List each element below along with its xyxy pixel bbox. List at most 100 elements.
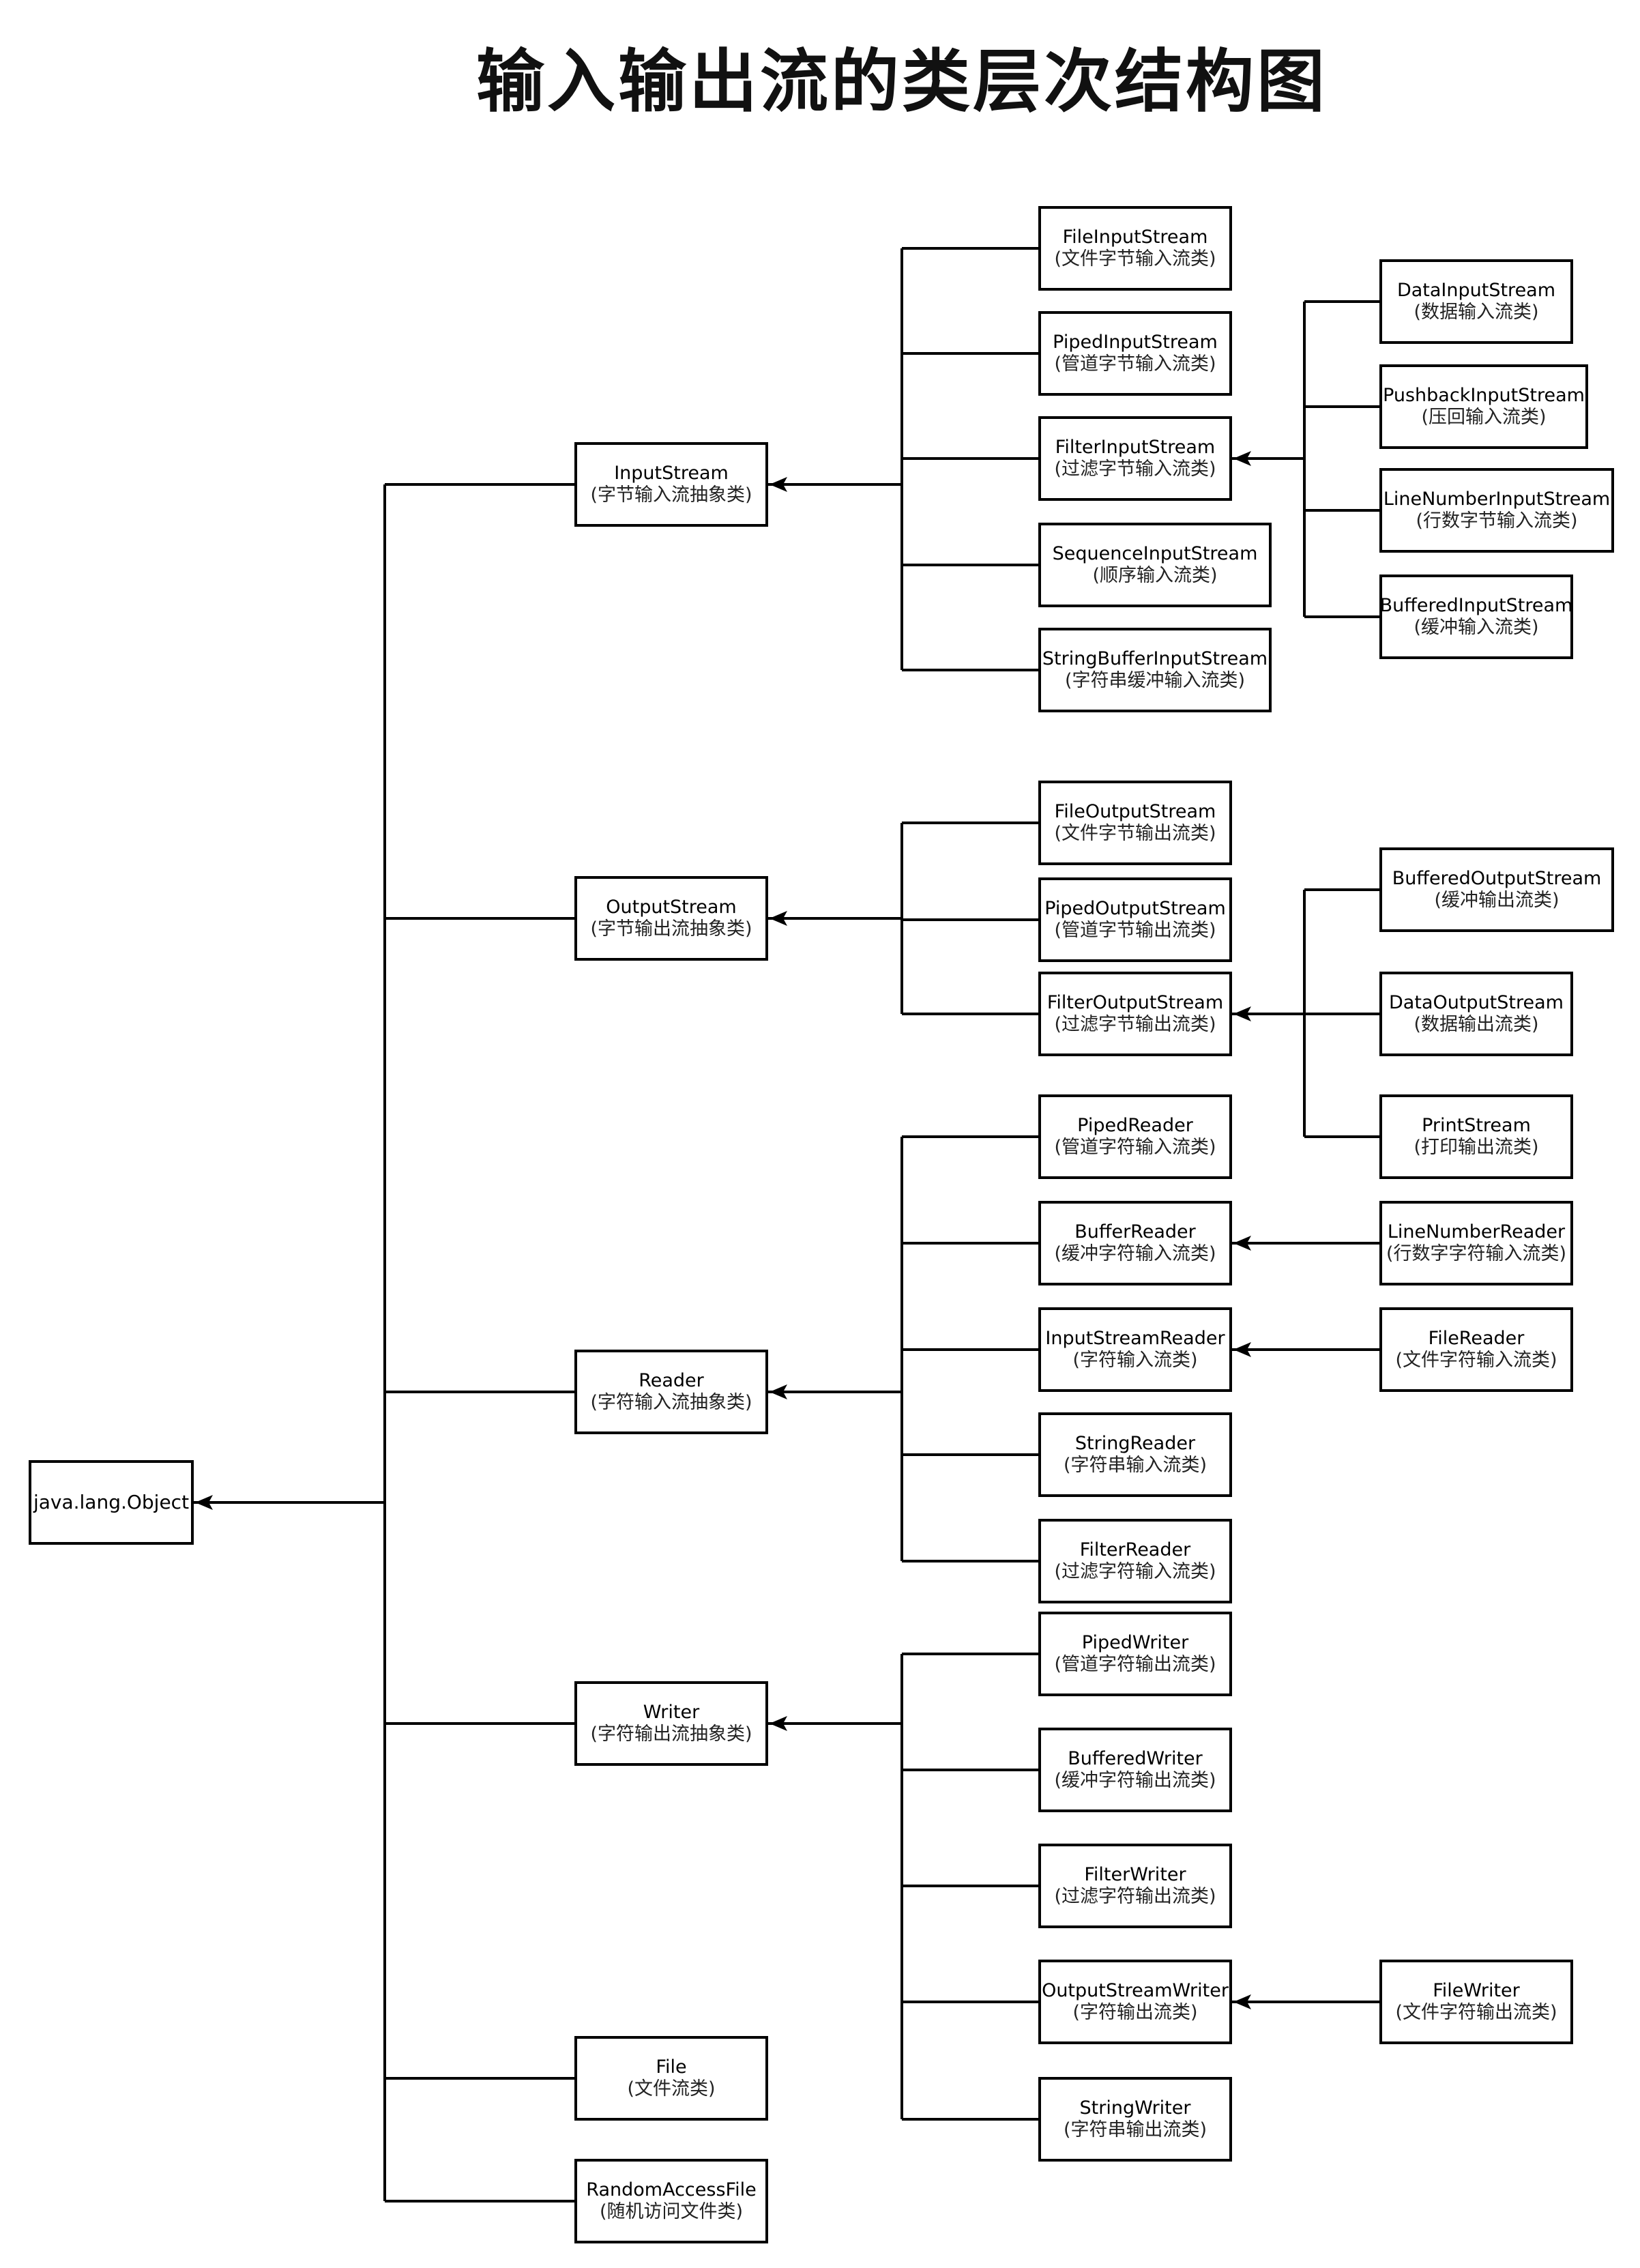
class-desc: (管道字符输出流类) bbox=[1054, 1654, 1216, 1675]
class-desc: (管道字节输出流类) bbox=[1054, 920, 1216, 941]
class-desc: (文件字节输出流类) bbox=[1054, 823, 1216, 844]
class-name: PushbackInputStream bbox=[1383, 384, 1585, 406]
class-box-filterwriter: FilterWriter(过滤字符输出流类) bbox=[1038, 1844, 1232, 1928]
class-name: InputStreamReader bbox=[1045, 1327, 1225, 1349]
class-desc: (随机访问文件类) bbox=[599, 2201, 744, 2222]
class-box-filewriter: FileWriter(文件字符输出流类) bbox=[1379, 1960, 1573, 2044]
arrowhead-icon bbox=[770, 1716, 787, 1731]
class-name: InputStream bbox=[614, 462, 729, 484]
class-name: LineNumberReader bbox=[1387, 1221, 1566, 1242]
class-name: SequenceInputStream bbox=[1052, 542, 1258, 564]
class-box-stringreader: StringReader(字符串输入流类) bbox=[1038, 1412, 1232, 1497]
class-name: OutputStream bbox=[606, 896, 737, 918]
class-desc: (数据输入流类) bbox=[1414, 302, 1539, 323]
class-box-pushbackinputstream: PushbackInputStream(压回输入流类) bbox=[1379, 364, 1588, 449]
class-name: PrintStream bbox=[1422, 1114, 1531, 1136]
class-box-dataoutputstream: DataOutputStream(数据输出流类) bbox=[1379, 972, 1573, 1056]
class-desc: (过滤字节输入流类) bbox=[1054, 459, 1216, 480]
class-desc: (文件字符输出流类) bbox=[1395, 2002, 1557, 2023]
class-box-fileinputstream: FileInputStream(文件字节输入流类) bbox=[1038, 206, 1232, 291]
class-name: FilterReader bbox=[1079, 1539, 1191, 1560]
class-box-bufferedoutputstream: BufferedOutputStream(缓冲输出流类) bbox=[1379, 847, 1614, 932]
class-name: FileWriter bbox=[1433, 1979, 1520, 2001]
class-box-stringwriter: StringWriter(字符串输出流类) bbox=[1038, 2077, 1232, 2162]
class-desc: (字符输入流抽象类) bbox=[590, 1392, 752, 1413]
class-desc: (文件流类) bbox=[627, 2078, 716, 2099]
class-name: FileInputStream bbox=[1062, 226, 1208, 248]
diagram-title: 输入输出流的类层次结构图 bbox=[476, 41, 1328, 121]
class-box-fileoutputstream: FileOutputStream(文件字节输出流类) bbox=[1038, 781, 1232, 865]
arrowhead-icon bbox=[1233, 1236, 1251, 1251]
class-name: StringBufferInputStream bbox=[1042, 648, 1268, 669]
class-desc: (过滤字符输出流类) bbox=[1054, 1886, 1216, 1907]
class-box-filteroutputstream: FilterOutputStream(过滤字节输出流类) bbox=[1038, 972, 1232, 1056]
class-desc: (过滤字符输入流类) bbox=[1054, 1561, 1216, 1582]
class-name: Reader bbox=[639, 1369, 704, 1391]
arrowhead-icon bbox=[1233, 1994, 1251, 2009]
class-name: BufferedWriter bbox=[1068, 1747, 1203, 1769]
class-box-bufferreader: BufferReader(缓冲字符输入流类) bbox=[1038, 1201, 1232, 1285]
class-box-pipedoutputstream: PipedOutputStream(管道字节输出流类) bbox=[1038, 877, 1232, 962]
class-box-bufferedinputstream: BufferedInputStream(缓冲输入流类) bbox=[1379, 575, 1573, 659]
class-box-sequenceinputstream: SequenceInputStream(顺序输入流类) bbox=[1038, 523, 1272, 607]
class-box-pipedinputstream: PipedInputStream(管道字节输入流类) bbox=[1038, 311, 1232, 396]
class-desc: (顺序输入流类) bbox=[1092, 565, 1218, 586]
class-name: PipedReader bbox=[1077, 1114, 1193, 1136]
class-box-pipedwriter: PipedWriter(管道字符输出流类) bbox=[1038, 1612, 1232, 1696]
class-desc: (数据输出流类) bbox=[1414, 1014, 1539, 1035]
class-name: LineNumberInputStream bbox=[1383, 488, 1611, 510]
class-name: FileReader bbox=[1428, 1327, 1525, 1349]
class-desc: (打印输出流类) bbox=[1414, 1137, 1539, 1158]
class-name: DataInputStream bbox=[1396, 279, 1556, 301]
class-desc: (字节输入流抽象类) bbox=[590, 484, 752, 506]
class-box-java-lang-object: java.lang.Object bbox=[29, 1460, 194, 1545]
class-name: BufferReader bbox=[1074, 1221, 1196, 1242]
class-desc: (字节输出流抽象类) bbox=[590, 918, 752, 940]
class-box-filereader: FileReader(文件字符输入流类) bbox=[1379, 1307, 1573, 1392]
class-desc: (管道字符输入流类) bbox=[1054, 1137, 1216, 1158]
class-desc: (行数字字符输入流类) bbox=[1386, 1243, 1567, 1264]
class-desc: (缓冲字符输入流类) bbox=[1054, 1243, 1216, 1264]
class-desc: (文件字符输入流类) bbox=[1395, 1350, 1557, 1371]
class-desc: (压回输入流类) bbox=[1421, 407, 1547, 428]
class-desc: (过滤字节输出流类) bbox=[1054, 1014, 1216, 1035]
class-box-writer: Writer(字符输出流抽象类) bbox=[574, 1681, 768, 1766]
arrowhead-icon bbox=[770, 477, 787, 492]
arrowhead-icon bbox=[770, 1384, 787, 1399]
arrowhead-icon bbox=[1233, 1006, 1251, 1021]
class-name: FilterInputStream bbox=[1055, 436, 1216, 458]
class-name: PipedOutputStream bbox=[1044, 897, 1226, 919]
class-box-outputstream: OutputStream(字节输出流抽象类) bbox=[574, 876, 768, 961]
class-box-bufferedwriter: BufferedWriter(缓冲字符输出流类) bbox=[1038, 1728, 1232, 1812]
class-box-filterinputstream: FilterInputStream(过滤字节输入流类) bbox=[1038, 416, 1232, 501]
class-box-inputstream: InputStream(字节输入流抽象类) bbox=[574, 442, 768, 527]
class-desc: (字符输出流类) bbox=[1072, 2002, 1198, 2023]
class-box-randomaccessfile: RandomAccessFile(随机访问文件类) bbox=[574, 2159, 768, 2243]
class-name: PipedInputStream bbox=[1053, 331, 1218, 353]
class-box-reader: Reader(字符输入流抽象类) bbox=[574, 1350, 768, 1434]
class-box-stringbufferinputstream: StringBufferInputStream(字符串缓冲输入流类) bbox=[1038, 628, 1272, 712]
class-name: RandomAccessFile bbox=[586, 2179, 757, 2200]
class-desc: (缓冲输入流类) bbox=[1414, 617, 1539, 638]
class-desc: (字符串输入流类) bbox=[1063, 1455, 1207, 1476]
class-name: FilterWriter bbox=[1084, 1863, 1186, 1885]
class-desc: (字符输入流类) bbox=[1072, 1350, 1198, 1371]
class-desc: (缓冲输出流类) bbox=[1434, 890, 1560, 911]
class-desc: (字符串输出流类) bbox=[1063, 2119, 1207, 2140]
class-name: StringReader bbox=[1074, 1432, 1196, 1454]
arrowhead-icon bbox=[770, 911, 787, 926]
class-name: StringWriter bbox=[1079, 2097, 1191, 2119]
class-name: FileOutputStream bbox=[1054, 800, 1216, 822]
class-desc: (缓冲字符输出流类) bbox=[1054, 1770, 1216, 1791]
class-name: BufferedOutputStream bbox=[1392, 867, 1602, 889]
class-box-inputstreamreader: InputStreamReader(字符输入流类) bbox=[1038, 1307, 1232, 1392]
arrowhead-icon bbox=[195, 1495, 213, 1510]
class-box-linenumberreader: LineNumberReader(行数字字符输入流类) bbox=[1379, 1201, 1573, 1285]
class-box-filterreader: FilterReader(过滤字符输入流类) bbox=[1038, 1519, 1232, 1603]
class-name: DataOutputStream bbox=[1389, 991, 1564, 1013]
arrowhead-icon bbox=[1233, 451, 1251, 466]
class-box-datainputstream: DataInputStream(数据输入流类) bbox=[1379, 259, 1573, 344]
class-name: FilterOutputStream bbox=[1046, 991, 1224, 1013]
class-box-linenumberinputstream: LineNumberInputStream(行数字节输入流类) bbox=[1379, 468, 1614, 553]
